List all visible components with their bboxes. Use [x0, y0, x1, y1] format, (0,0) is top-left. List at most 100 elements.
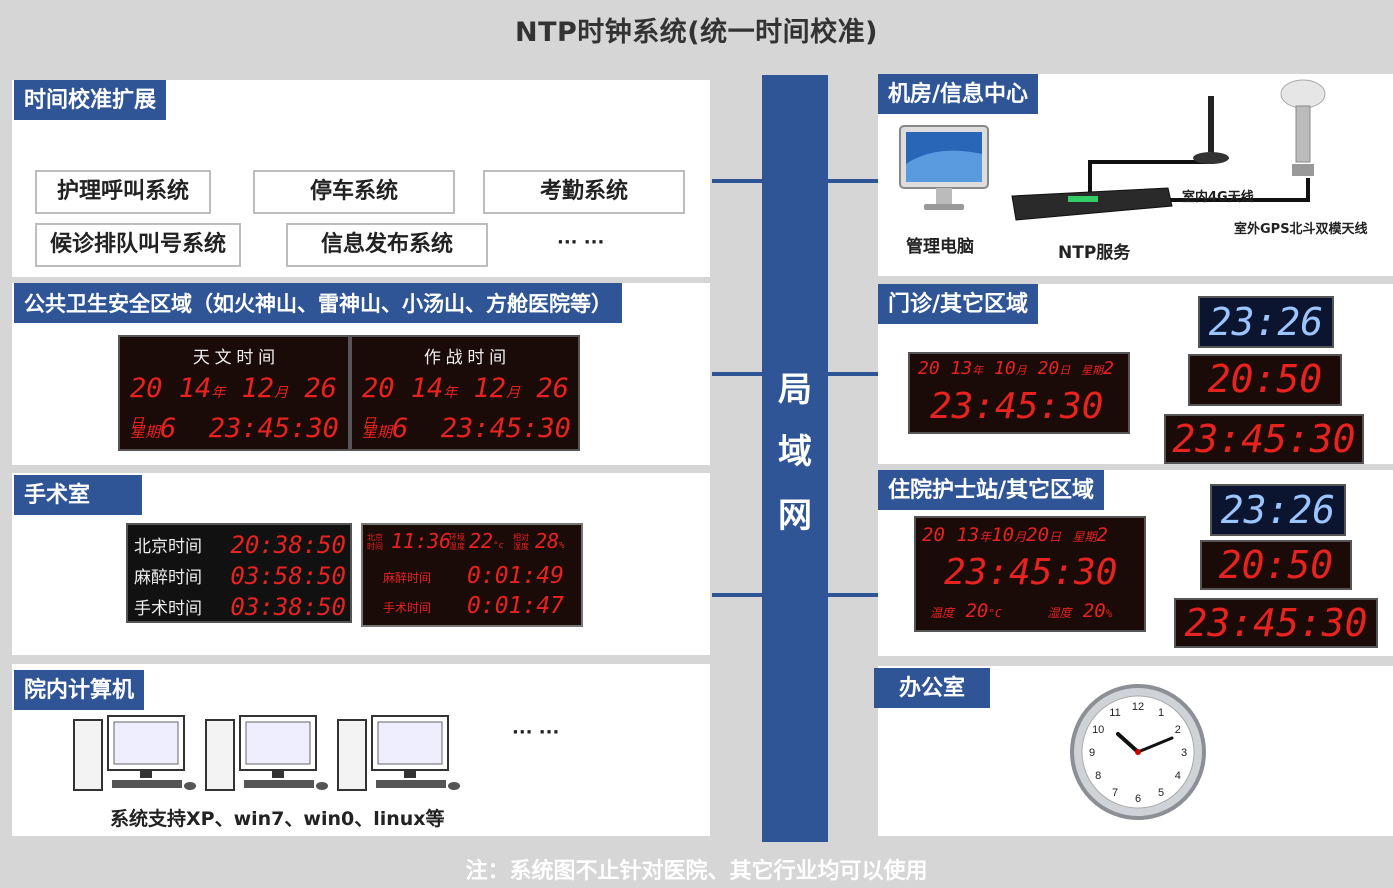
clock-number: 9	[1089, 747, 1095, 759]
row-label: 手术时间	[383, 601, 432, 615]
more-dots: ··· ···	[557, 232, 605, 253]
machine-room-panel: 机房/信息中心 管理电脑 NTP服务 室内4G天线 室外GPS北斗双模天线	[878, 74, 1393, 276]
led-small-label: 相对 湿度	[513, 533, 529, 551]
pc-caption: 管理电脑	[906, 237, 974, 257]
led-date: 20 14年 12月 26日	[130, 373, 337, 432]
led-small-label: 环境 温度	[449, 533, 465, 551]
clock-number: 5	[1158, 787, 1164, 799]
led-heading: 作 战 时 间	[423, 348, 507, 367]
system-box: 信息发布系统	[286, 223, 488, 267]
row-time: 03:38:50	[230, 592, 346, 621]
row-time: 0:01:47	[467, 593, 564, 619]
clock-number: 12	[1132, 701, 1144, 713]
clock-number: 2	[1175, 724, 1181, 736]
row-label: 北京时间	[134, 537, 202, 556]
clock-number: 6	[1135, 793, 1141, 805]
clock-number: 8	[1095, 770, 1101, 782]
public-area-panel: 公共卫生安全区域（如火神山、雷神山、小汤山、方舱医院等） 天 文 时 间 20 …	[12, 283, 710, 465]
row-time: 0:01:49	[467, 563, 564, 589]
red-hm-clock: 20:50	[1200, 540, 1352, 590]
ntp-caption: NTP服务	[1058, 243, 1131, 263]
led-humidity: 28%	[535, 529, 565, 553]
clock-number: 7	[1112, 787, 1118, 799]
clock-number: 1	[1158, 707, 1164, 719]
clock-number: 11	[1109, 707, 1120, 719]
clock-number: 4	[1175, 770, 1181, 782]
led-time: 23:45:30	[944, 552, 1118, 593]
gps-antenna-icon	[1295, 105, 1311, 163]
system-box: 考勤系统	[483, 170, 685, 214]
monitor-icon	[899, 125, 989, 210]
panel-title: 办公室	[874, 668, 990, 708]
connector-line	[712, 179, 762, 183]
battle-clock-display: 作 战 时 间 20 14年 12月 26日 星期6 23:45:30	[350, 335, 580, 451]
computer-icon	[205, 715, 328, 791]
row-label: 麻醉时间	[134, 568, 202, 587]
led-time: 星期6 23:45:30	[362, 413, 571, 444]
ward-panel: 住院护士站/其它区域 20 13年10月20日 星期2 23:45:30 温度 …	[878, 470, 1393, 656]
panel-title: 住院护士站/其它区域	[878, 470, 1105, 510]
clock-number: 10	[1092, 724, 1104, 736]
blue-hm-clock: 23:26	[1198, 296, 1334, 348]
led-small-label: 北京 时间	[367, 533, 383, 551]
page-title: NTP时钟系统(统一时间校准)	[515, 17, 878, 48]
blue-hm-clock: 23:26	[1210, 484, 1346, 536]
expansion-panel: 时间校准扩展 护理呼叫系统 停车系统 考勤系统 候诊排队叫号系统 信息发布系统 …	[12, 80, 710, 277]
led-temp: 22°c	[469, 529, 504, 553]
row-label: 手术时间	[134, 599, 202, 618]
computer-icons	[73, 715, 460, 791]
astronomical-clock-display: 天 文 时 间 20 14年 12月 26日 星期6 23:45:30	[118, 335, 350, 451]
os-support-note: 系统支持XP、win7、win0、linux等	[110, 808, 445, 830]
more-dots: ··· ···	[512, 722, 560, 743]
surgery-rows: 北京时间 20:38:50 麻醉时间 03:58:50 手术时间 03:38:50	[134, 529, 346, 621]
led-date: 20 13年 10月 20日 星期2	[918, 358, 1114, 379]
connector-line	[828, 593, 878, 597]
red-hm-clock: 20:50	[1188, 354, 1342, 406]
led-time: 23:45:30	[930, 386, 1104, 427]
led-clock: 11:36	[391, 529, 452, 553]
computer-icon	[73, 715, 196, 791]
led-date: 20 13年10月20日 星期2	[922, 524, 1108, 546]
connector-line	[712, 372, 762, 376]
ward-date-clock: 20 13年10月20日 星期2 23:45:30 温度 20°C 湿度 20%	[914, 516, 1146, 632]
surgery-clock-right: 北京 时间 11:36 环境 温度 22°c 相对 湿度 28% 麻醉时间 0:…	[361, 523, 583, 627]
clinic-date-clock: 20 13年 10月 20日 星期2 23:45:30	[908, 352, 1130, 434]
computer-icon	[337, 715, 460, 791]
row-time: 03:58:50	[230, 561, 346, 590]
surgery-panel: 手术室 北京时间 20:38:50 麻醉时间 03:58:50 手术时间 03:38:…	[12, 473, 710, 655]
4g-antenna-icon	[1208, 96, 1214, 152]
footer-note: 注：系统图不止针对医院、其它行业均可以使用	[465, 859, 928, 884]
gps-antenna-caption: 室外GPS北斗双模天线	[1234, 222, 1368, 237]
lan-label-3: 网	[778, 496, 812, 536]
led-heading: 天 文 时 间	[192, 348, 276, 367]
panel-title: 门诊/其它区域	[878, 284, 1039, 324]
led-env: 温度 20°C 湿度 20%	[930, 600, 1113, 622]
lan-label-1: 局	[778, 370, 812, 410]
system-box: 停车系统	[253, 170, 455, 214]
connector-line	[712, 593, 762, 597]
computers-panel: 院内计算机 ··· ··· 系统支持XP、win7、win0、linux等	[12, 664, 710, 836]
row-time: 20:38:50	[230, 530, 346, 559]
panel-title: 手术室	[14, 475, 142, 515]
panel-title: 时间校准扩展	[14, 80, 167, 120]
surgery-clock-left: 北京时间 20:38:50 麻醉时间 03:58:50 手术时间 03:38:50	[126, 523, 352, 623]
system-box: 护理呼叫系统	[35, 170, 211, 214]
red-hms-clock: 23:45:30	[1174, 598, 1378, 648]
4g-antenna-caption: 室内4G天线	[1182, 190, 1254, 205]
panel-title: 机房/信息中心	[878, 74, 1039, 114]
red-hms-clock: 23:45:30	[1164, 414, 1364, 464]
ntp-server-with-antennas	[1011, 79, 1326, 221]
connector-line	[828, 179, 878, 183]
row-label: 麻醉时间	[383, 571, 432, 585]
panel-title: 院内计算机	[14, 670, 145, 710]
clinic-panel: 门诊/其它区域 20 13年 10月 20日 星期2 23:45:30 23:2…	[878, 284, 1393, 464]
led-time: 星期6 23:45:30	[130, 413, 339, 444]
led-date: 20 14年 12月 26日	[362, 373, 569, 432]
panel-title: 公共卫生安全区域（如火神山、雷神山、小汤山、方舱医院等）	[14, 283, 622, 323]
lan-label-2: 域	[778, 432, 812, 472]
clock-number: 3	[1181, 747, 1187, 759]
system-box: 候诊排队叫号系统	[35, 223, 241, 267]
